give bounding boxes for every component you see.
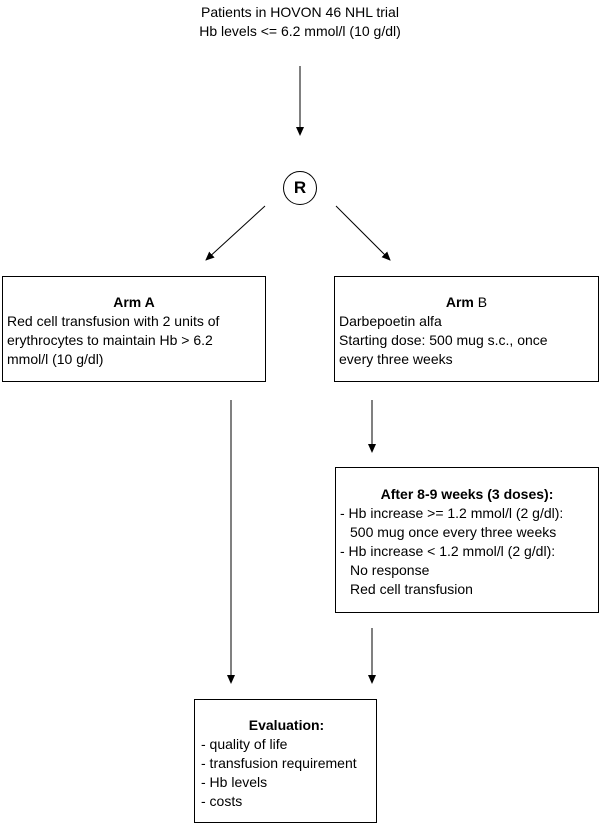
randomization-node: R [283,171,317,205]
evaluation-title: Evaluation: [248,717,325,733]
arm-b-title-bold: Arm [445,294,474,310]
arm-b-title: Arm B [339,293,594,312]
followup-title: After 8-9 weeks (3 doses): [380,486,554,502]
header-line-1: Patients in HOVON 46 NHL trial [201,4,399,20]
arrow-r-to-arm-b [335,205,391,261]
followup-line: Red cell transfusion [350,581,473,597]
followup-line: No response [350,562,430,578]
arm-a-title: Arm A [113,294,155,310]
evaluation-box: Evaluation: - quality of life - transfus… [194,699,377,823]
evaluation-item: - transfusion requirement [201,755,357,771]
arrow-r-to-arm-a [205,205,266,261]
evaluation-item: - Hb levels [201,774,268,790]
randomization-label: R [293,178,307,197]
arm-a-box: Arm A Red cell transfusion with 2 units … [2,276,266,382]
header-line-2: Hb levels <= 6.2 mmol/l (10 g/dl) [199,23,401,39]
arm-a-line: erythrocytes to maintain Hb > 6.2 [7,332,213,348]
header: Patients in HOVON 46 NHL trial Hb levels… [150,3,450,41]
evaluation-item: - quality of life [201,736,288,752]
arm-b-line: every three weeks [339,351,453,367]
arm-b-line: Darbepoetin alfa [339,313,442,329]
followup-line: - Hb increase >= 1.2 mmol/l (2 g/dl): [340,505,564,521]
followup-line: 500 mug once every three weeks [350,524,557,540]
followup-box: After 8-9 weeks (3 doses): - Hb increase… [335,467,599,613]
arm-b-title-rest: B [473,294,488,310]
arm-a-line: Red cell transfusion with 2 units of [7,313,220,329]
arm-a-line: mmol/l (10 g/dl) [7,351,104,367]
arm-b-line: Starting dose: 500 mug s.c., once [339,332,548,348]
arm-b-box: Arm B Darbepoetin alfa Starting dose: 50… [334,276,599,382]
followup-line: - Hb increase < 1.2 mmol/l (2 g/dl): [340,543,556,559]
evaluation-item: - costs [201,793,243,809]
